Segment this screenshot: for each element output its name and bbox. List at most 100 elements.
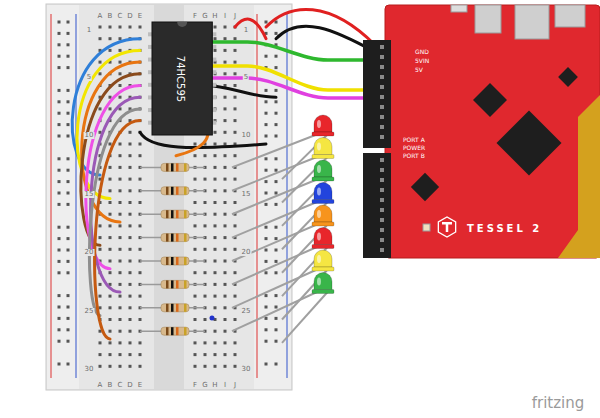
- breadboard-hole: [119, 318, 122, 321]
- breadboard-hole: [129, 318, 132, 321]
- jumper-wire: [276, 26, 375, 52]
- breadboard-hole: [275, 260, 278, 263]
- row-number: 5: [86, 66, 92, 82]
- breadboard-hole: [99, 72, 102, 75]
- breadboard-hole: [129, 236, 132, 239]
- breadboard-hole: [129, 189, 132, 192]
- column-letter: B: [107, 5, 114, 21]
- breadboard-hole: [275, 55, 278, 58]
- breadboard-hole: [194, 318, 197, 321]
- breadboard-hole: [224, 189, 227, 192]
- hole-grid: [58, 21, 278, 368]
- breadboard-hole: [129, 143, 132, 146]
- breadboard: [46, 4, 292, 390]
- breadboard-hole: [265, 260, 268, 263]
- column-letter: A: [97, 5, 104, 21]
- breadboard-hole: [109, 318, 112, 321]
- row-number: 20: [84, 241, 95, 257]
- resistor-symbol: [140, 234, 205, 242]
- breadboard-hole: [214, 49, 217, 52]
- breadboard-hole: [224, 295, 227, 298]
- column-letter: B: [107, 374, 114, 390]
- breadboard-hole: [265, 271, 268, 274]
- breadboard-hole: [67, 306, 70, 309]
- breadboard-hole: [275, 306, 278, 309]
- port-label: PORT A: [403, 137, 425, 143]
- breadboard-hole: [214, 37, 217, 40]
- column-letter: F: [192, 5, 198, 21]
- breadboard-hole: [99, 224, 102, 227]
- breadboard-hole: [275, 89, 278, 92]
- column-letter: H: [211, 13, 218, 20]
- breadboard-hole: [109, 201, 112, 204]
- breadboard-hole: [214, 201, 217, 204]
- breadboard-hole: [119, 330, 122, 333]
- watermark: fritzing: [531, 396, 586, 411]
- breadboard-hole: [67, 340, 70, 343]
- row-number: 25: [241, 308, 252, 315]
- breadboard-hole: [67, 192, 70, 195]
- breadboard-hole: [129, 201, 132, 204]
- breadboard-hole: [67, 271, 70, 274]
- resistor-symbol: [140, 163, 205, 171]
- breadboard-hole: [224, 119, 227, 122]
- breadboard-hole: [194, 143, 197, 146]
- breadboard-hole: [204, 341, 207, 344]
- jumper-wire: [235, 19, 266, 39]
- breadboard-hole: [194, 295, 197, 298]
- breadboard-hole: [265, 180, 268, 183]
- breadboard-hole: [234, 61, 237, 64]
- breadboard-hole: [119, 49, 122, 52]
- breadboard-hole: [204, 224, 207, 227]
- breadboard-hole: [67, 169, 70, 172]
- breadboard-hole: [224, 271, 227, 274]
- breadboard-hole: [275, 157, 278, 160]
- breadboard-hole: [119, 189, 122, 192]
- breadboard-hole: [67, 55, 70, 58]
- row-number: 25: [84, 300, 95, 316]
- breadboard-hole: [224, 306, 227, 309]
- breadboard-hole: [58, 21, 61, 24]
- breadboard-hole: [265, 157, 268, 160]
- breadboard-hole: [119, 295, 122, 298]
- breadboard-hole: [129, 341, 132, 344]
- breadboard-hole: [224, 236, 227, 239]
- chip-label: 74HC595: [175, 55, 185, 101]
- column-letter: G: [201, 13, 208, 20]
- breadboard-hole: [119, 26, 122, 29]
- breadboard-hole: [234, 248, 237, 251]
- breadboard-hole: [265, 306, 268, 309]
- breadboard-hole: [109, 330, 112, 333]
- breadboard-hole: [99, 353, 102, 356]
- breadboard-hole: [224, 201, 227, 204]
- breadboard-hole: [265, 112, 268, 115]
- breadboard-hole: [275, 340, 278, 343]
- breadboard-hole: [139, 271, 142, 274]
- row-number: 10: [84, 124, 95, 140]
- resistor-symbol: [140, 187, 205, 195]
- breadboard-hole: [109, 353, 112, 356]
- column-letter: C: [117, 382, 124, 389]
- breadboard-hole: [214, 260, 217, 263]
- breadboard-hole: [265, 169, 268, 172]
- breadboard-hole: [275, 363, 278, 366]
- breadboard-hole: [119, 178, 122, 181]
- jumper-wire: [95, 121, 140, 339]
- breadboard-hole: [214, 365, 217, 368]
- breadboard-hole: [109, 306, 112, 309]
- breadboard-hole: [119, 143, 122, 146]
- column-letter: I: [223, 374, 227, 390]
- breadboard-hole: [119, 166, 122, 169]
- breadboard-hole: [129, 283, 132, 286]
- breadboard-hole: [58, 180, 61, 183]
- breadboard-hole: [139, 26, 142, 29]
- resistor-symbol: [140, 257, 205, 265]
- breadboard-hole: [234, 353, 237, 356]
- row-number: 15: [84, 191, 95, 198]
- jumper-wire: [212, 42, 363, 60]
- row-number: 30: [84, 358, 95, 374]
- breadboard-hole: [214, 178, 217, 181]
- breadboard-hole: [67, 260, 70, 263]
- column-letter: I: [223, 5, 227, 21]
- breadboard-hole: [275, 66, 278, 69]
